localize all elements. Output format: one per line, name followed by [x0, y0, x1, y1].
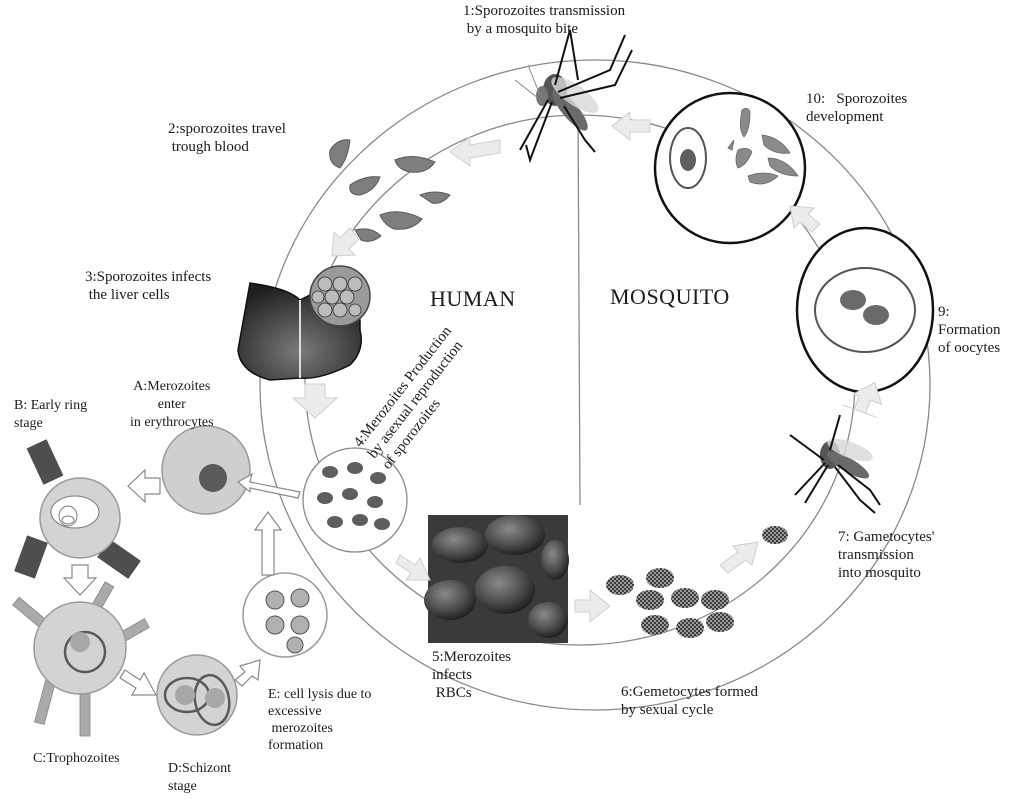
arrow-10-to-1	[611, 110, 651, 142]
liver-icon	[237, 265, 371, 381]
cell-d-schizont	[156, 654, 238, 736]
arrow-2-to-3	[331, 227, 360, 257]
step-3-label: 3:Sporozoites infects the liver cells	[85, 269, 212, 303]
arrow-9-to-10	[789, 205, 821, 233]
substep-b-label: B: Early ring stage	[14, 398, 88, 431]
substep-c-label: C:Trophozoites	[33, 751, 120, 766]
arrow-7-to-9	[842, 381, 883, 418]
region-label-mosquito: MOSQUITO	[610, 284, 730, 309]
human-mosquito-divider	[577, 109, 581, 506]
cycle-arrows	[291, 110, 883, 624]
region-label-human: HUMAN	[430, 286, 516, 311]
arrow-4-to-a	[236, 472, 301, 499]
sporozoites-blood	[329, 139, 451, 242]
arrow-e-to-a	[253, 510, 283, 576]
arrow-3-to-4	[291, 383, 339, 419]
substep-e-label: E: cell lysis due to excessive merozoite…	[268, 687, 372, 753]
cell-e-lysis	[242, 572, 328, 658]
arrow-b-to-c	[62, 564, 98, 596]
oocyte	[795, 226, 935, 394]
step-2-label: 2:sporozoites travel trough blood	[168, 121, 286, 155]
step-10-label: 10: Sporozoites development	[806, 91, 908, 125]
step-9-label: 9: Formation of oocytes	[938, 304, 1001, 356]
substep-d-label: D:Schizont stage	[168, 761, 231, 794]
arrow-6-to-7	[719, 541, 759, 574]
step-5-label: 5:Merozoites infects RBCs	[432, 649, 512, 701]
cell-b-early-ring	[14, 439, 141, 579]
merozoites-production	[302, 447, 408, 553]
arrow-5-to-6	[574, 588, 611, 624]
arrow-a-to-b	[127, 468, 161, 504]
gametocytes	[606, 526, 788, 638]
step-7-label: 7: Gametocytes' transmission into mosqui…	[838, 529, 935, 581]
erythrocytic-subcycle	[12, 425, 328, 737]
step-6-label: 6:Gemetocytes formed by sexual cycle	[621, 684, 759, 718]
substep-a-label: A:Merozoites enter in erythrocytes	[130, 379, 214, 430]
arrow-4-to-5	[395, 554, 431, 581]
arrow-1-to-2	[449, 136, 501, 167]
arrow-d-to-e	[234, 659, 261, 687]
cell-a-merozoite-entry	[161, 425, 251, 515]
mosquito-icon	[514, 29, 633, 164]
rbc-image	[424, 515, 569, 643]
cell-c-trophozoite	[12, 581, 150, 737]
outer-ring	[259, 59, 931, 711]
step-1-label: 1:Sporozoites transmission by a mosquito…	[463, 3, 626, 37]
sporozoite-development	[653, 91, 807, 245]
mosquito-feeding-icon	[789, 414, 881, 514]
arrow-c-to-d	[119, 669, 158, 696]
